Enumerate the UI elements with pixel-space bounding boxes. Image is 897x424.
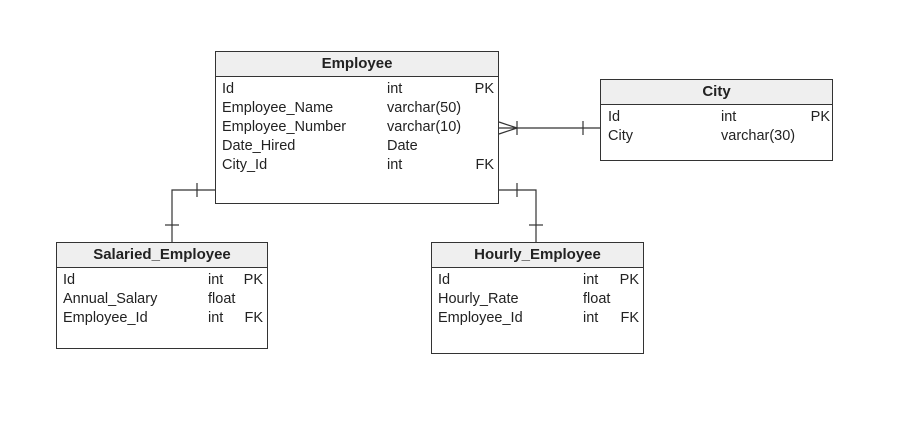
field-name: Id [608, 109, 621, 125]
field-name: Employee_Number [222, 119, 347, 135]
field-row: Id int PK [57, 271, 267, 290]
entity-title: City [601, 80, 832, 105]
field-row: Id int PK [432, 271, 643, 290]
field-name: Id [438, 272, 451, 288]
field-row: City_Id int FK [216, 156, 498, 175]
field-type: int [208, 272, 224, 288]
field-type: int [583, 272, 599, 288]
field-name: Hourly_Rate [438, 291, 519, 307]
field-name: Employee_Id [63, 310, 148, 326]
field-row: City varchar(30) [601, 127, 832, 146]
field-type: int [583, 310, 599, 326]
field-type: int [387, 157, 403, 173]
field-key: PK [810, 109, 830, 125]
field-name: Id [222, 81, 235, 97]
rel-employee-salaried [165, 183, 215, 242]
entity-title: Employee [216, 52, 498, 77]
field-key: PK [243, 272, 263, 288]
field-row: Date_Hired Date [216, 137, 498, 156]
crows-foot-many-marker [498, 121, 518, 129]
field-type: int [208, 310, 224, 326]
field-row: Annual_Salary float [57, 290, 267, 309]
field-type: float [583, 291, 611, 307]
field-type: int [721, 109, 737, 125]
field-row: Id int PK [216, 80, 498, 99]
field-name: Date_Hired [222, 138, 296, 154]
field-row: Employee_Number varchar(10) [216, 118, 498, 137]
field-name: Annual_Salary [63, 291, 158, 307]
field-type: Date [387, 138, 418, 154]
field-row: Employee_Name varchar(50) [216, 99, 498, 118]
field-row: Hourly_Rate float [432, 290, 643, 309]
rel-employee-hourly [499, 183, 543, 242]
field-key: PK [474, 81, 494, 97]
field-key: FK [244, 310, 263, 326]
entity-employee[interactable]: Employee Id int PK Employee_Name varchar… [215, 51, 499, 204]
field-key: PK [619, 272, 639, 288]
field-key: FK [620, 310, 639, 326]
field-name: Employee_Id [438, 310, 523, 326]
entity-title: Salaried_Employee [57, 243, 267, 268]
entity-title: Hourly_Employee [432, 243, 643, 268]
field-type: float [208, 291, 236, 307]
field-type: varchar(30) [721, 128, 796, 144]
field-type: int [387, 81, 403, 97]
field-name: Employee_Name [222, 100, 334, 116]
field-row: Employee_Id int FK [57, 309, 267, 328]
field-key: FK [475, 157, 494, 173]
field-name: City [608, 128, 633, 144]
field-row: Employee_Id int FK [432, 309, 643, 328]
field-name: City_Id [222, 157, 268, 173]
field-type: varchar(50) [387, 100, 462, 116]
entity-hourly-employee[interactable]: Hourly_Employee Id int PK Hourly_Rate fl… [431, 242, 644, 354]
entity-salaried-employee[interactable]: Salaried_Employee Id int PK Annual_Salar… [56, 242, 268, 349]
rel-employee-city [498, 121, 600, 135]
field-type: varchar(10) [387, 119, 462, 135]
entity-city[interactable]: City Id int PK City varchar(30) [600, 79, 833, 161]
field-row: Id int PK [601, 108, 832, 127]
field-name: Id [63, 272, 76, 288]
